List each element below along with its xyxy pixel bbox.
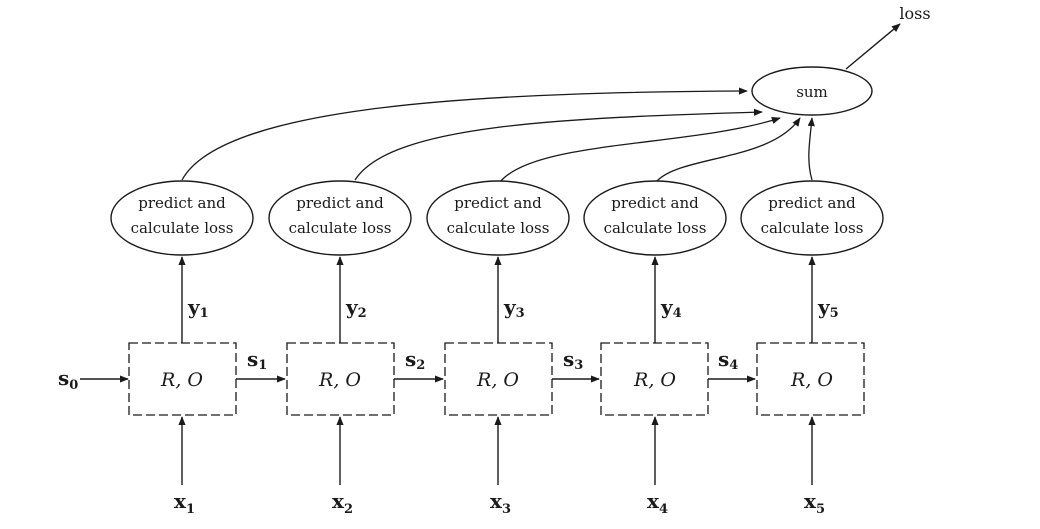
loss-node [268,180,412,256]
rnn-cell-box [600,342,709,416]
loss-node-line-2: calculate loss [131,219,234,237]
output-label: y5 [817,295,839,321]
output-label: y2 [345,295,367,321]
rnn-step-3: predict and calculate loss y3 R, O x3 s3 [426,180,600,517]
loss-to-sum-arrow-4 [655,117,801,183]
output-label: y4 [660,295,682,321]
loss-to-sum-arrow-3 [499,117,781,183]
loss-node [740,180,884,256]
loss-node-line-1: predict and [138,194,226,212]
rnn-cell-label: R, O [790,369,833,391]
input-label: x1 [174,489,195,517]
loss-node [426,180,570,256]
loss-node-line-2: calculate loss [761,219,864,237]
loss-output-arrow [845,23,901,70]
rnn-cell-label: R, O [318,369,361,391]
state-label: s3 [563,347,583,373]
initial-state-label: s0 [58,366,78,393]
loss-node [583,180,727,256]
rnn-step-1: predict and calculate loss y1 R, O x1 s1 [110,180,286,517]
state-label: s1 [247,347,267,373]
rnn-cell-label: R, O [476,369,519,391]
loss-node-line-2: calculate loss [289,219,392,237]
sum-label: sum [796,83,828,101]
input-label: x2 [332,489,353,517]
rnn-cell-box [286,342,395,416]
loss-to-sum-arrow-2 [354,108,763,181]
input-label: x4 [647,489,668,517]
loss-node-line-1: predict and [768,194,856,212]
rnn-step-2: predict and calculate loss y2 R, O x2 s2 [268,180,444,517]
state-label: s4 [718,347,738,373]
sum-node [751,66,873,116]
loss-node-line-2: calculate loss [447,219,550,237]
rnn-cell-label: R, O [633,369,676,391]
loss-to-sum-arrow-5 [807,117,815,181]
output-label: y1 [187,295,209,321]
loss-node-line-1: predict and [454,194,542,212]
loss-node-line-1: predict and [611,194,699,212]
rnn-cell-box [128,342,237,416]
output-label: y3 [503,295,525,321]
rnn-step-4: predict and calculate loss y4 R, O x4 s4 [583,180,756,517]
input-label: x5 [804,489,825,517]
rnn-step-5: predict and calculate loss y5 R, O x5 [740,180,884,517]
loss-node-line-2: calculate loss [604,219,707,237]
rnn-cell-box [756,342,865,416]
loss-output-label: loss [899,4,930,23]
loss-node-line-1: predict and [296,194,384,212]
input-label: x3 [490,489,511,517]
rnn-cell-label: R, O [160,369,203,391]
loss-node [110,180,254,256]
state-label: s2 [405,347,425,373]
loss-to-sum-arrow-1 [181,87,748,181]
